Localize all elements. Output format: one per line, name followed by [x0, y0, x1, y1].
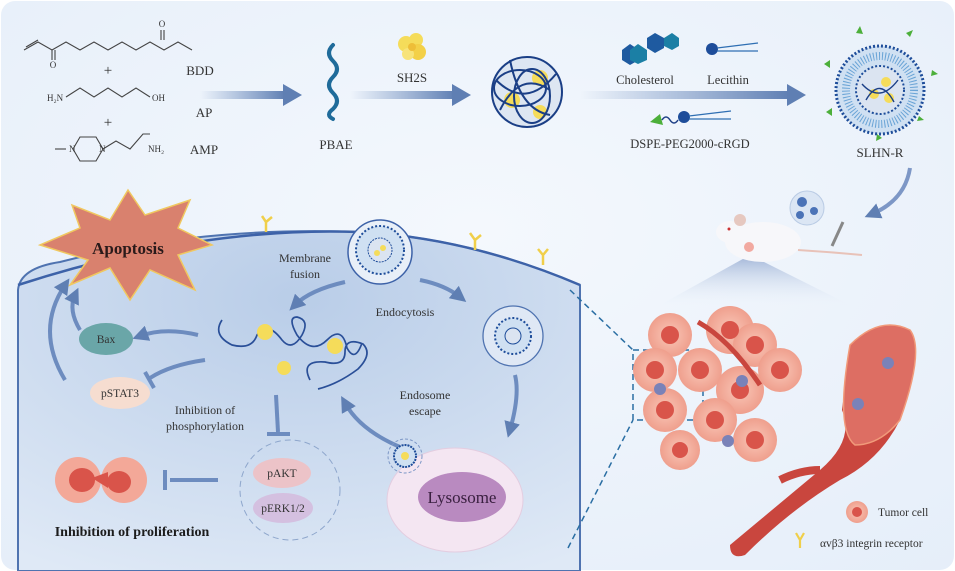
- blood-vessel: [730, 324, 917, 557]
- pakt-node: [253, 458, 311, 488]
- oxygen-label: O: [50, 60, 57, 70]
- sh2s-drug-icon: [398, 33, 426, 60]
- zoom-cone: [660, 255, 850, 305]
- nitrogen-label: N: [99, 144, 106, 154]
- syringe-injection-icon: [789, 190, 845, 247]
- cholesterol-label: Cholesterol: [616, 73, 674, 87]
- pbae-sh2s-core-icon: [491, 56, 563, 128]
- membrane-fusion-label: fusion: [290, 267, 320, 281]
- arrow-endocytosis: [419, 278, 467, 302]
- arrow-to-nanoparticle: [350, 84, 471, 106]
- arrow-bax-apoptosis: [64, 287, 82, 332]
- pbae-polymer-icon: [327, 43, 339, 121]
- membrane-fusion-label: Membrane: [279, 251, 331, 265]
- endosome-escape-label: Endosome: [400, 388, 451, 402]
- pstat3-node: [90, 377, 150, 409]
- amine-label: H₂N: [47, 93, 64, 103]
- arrow-to-pbae: [200, 84, 302, 106]
- released-pbae-sh2s-icon: [217, 316, 368, 390]
- apoptosis-label: Apoptosis: [92, 239, 164, 258]
- integrin-legend-label: αvβ3 integrin receptor: [820, 538, 923, 550]
- lysosome-label: Lysosome: [428, 488, 497, 507]
- amp-label: AMP: [190, 142, 218, 157]
- lysosome: [386, 447, 524, 553]
- endosome-escape-label: escape: [409, 404, 441, 418]
- pstat3-label: pSTAT3: [101, 388, 139, 400]
- nitrogen-label: N: [69, 144, 76, 154]
- bax-node: [79, 323, 133, 355]
- inhibit-pstat3: [148, 358, 206, 380]
- mouse-icon: [716, 214, 863, 262]
- amp-structure: [55, 133, 150, 162]
- apoptosis-burst: [37, 188, 215, 302]
- dspe-peg-crgd-label: DSPE-PEG2000-cRGD: [630, 137, 749, 151]
- hydroxyl-label: OH: [152, 93, 165, 103]
- integrin-receptor-icon: [260, 215, 549, 265]
- sh2s-label: SH2S: [397, 70, 427, 85]
- plus-sign: +: [104, 63, 112, 79]
- bdd-structure: [23, 30, 193, 60]
- legend: Tumor cell αvβ3 integrin receptor: [795, 501, 928, 550]
- fusing-nanoparticle-icon: [347, 219, 413, 285]
- bax-label: Bax: [97, 334, 116, 346]
- inhibition-phosphorylation-label: phosphorylation: [166, 419, 244, 433]
- arrow-pstat3-apoptosis: [48, 278, 70, 382]
- tumor-cell-legend-label: Tumor cell: [878, 507, 928, 519]
- inhibition-lines: [143, 358, 290, 490]
- pakt-label: pAKT: [267, 468, 296, 480]
- bdd-label: BDD: [186, 63, 213, 78]
- arrow-to-slhn-r: [580, 84, 806, 106]
- arrow-to-lysosome: [504, 374, 520, 438]
- oxygen-label: O: [159, 19, 166, 29]
- slhn-r-label: SLHN-R: [857, 145, 904, 160]
- tumor-cell-legend-icon: [846, 501, 868, 523]
- plus-sign: +: [104, 115, 112, 131]
- endocytosis-label: Endocytosis: [376, 305, 435, 319]
- inhibition-phosphorylation-label: Inhibition of: [175, 403, 235, 417]
- escaping-nanoparticle-icon: [387, 438, 423, 474]
- perk-node: [253, 493, 313, 523]
- dividing-cell-icon: [55, 457, 147, 503]
- inhibition-proliferation-label: Inhibition of proliferation: [55, 525, 210, 540]
- dspe-peg-crgd-icon: [650, 110, 732, 125]
- amine-label: NH₂: [148, 144, 164, 154]
- slhn-r-nanoparticle-icon: [824, 26, 938, 141]
- integrin-legend-icon: [795, 532, 805, 548]
- perk-label: pERK1/2: [261, 503, 305, 515]
- arrow-to-injection: [864, 167, 912, 219]
- ap-label: AP: [196, 105, 213, 120]
- kinase-group: [239, 439, 341, 541]
- lecithin-label: Lecithin: [707, 73, 749, 87]
- lecithin-icon: [706, 42, 759, 55]
- ap-structure: H₂N OH: [47, 87, 165, 103]
- tumor-mass: [633, 306, 802, 470]
- cholesterol-icon: [622, 33, 679, 65]
- endosome-icon: [482, 305, 544, 367]
- inhibit-pakt-perk: [274, 394, 280, 433]
- pbae-label: PBAE: [319, 137, 352, 152]
- arrow-membrane-fusion: [289, 280, 346, 311]
- arrow-to-bax: [132, 325, 199, 341]
